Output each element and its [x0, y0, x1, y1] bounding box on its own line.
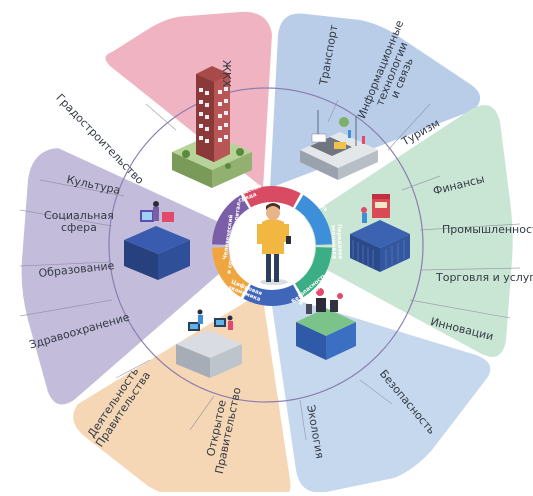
outer-circle [108, 87, 424, 403]
sector-label-industry: Промышленность [442, 223, 533, 236]
eco-block-icon [296, 288, 356, 360]
street-traffic-icon [300, 110, 378, 180]
ring-segment-human [212, 194, 250, 245]
ring-segment-digital [294, 194, 332, 245]
market-stall-icon [350, 194, 410, 272]
ring-segment-security [243, 284, 301, 307]
sector-label-social-sphere: Социальная сфера [44, 209, 114, 234]
apartment-building-icon [172, 66, 252, 188]
person-smartphone-icon [257, 203, 291, 285]
leader-lines [19, 99, 521, 441]
ring-segment-city [243, 186, 301, 208]
classroom-block-icon [124, 201, 190, 280]
ring-segment-economy [294, 247, 332, 298]
office-workers-icon [176, 309, 242, 378]
ring-segment-gov [212, 247, 250, 298]
sector-label-trade-services: Торговля и услуги [436, 271, 533, 284]
ring-label-economy: Передовая экономика [329, 224, 343, 260]
sector-label-zhkh: ЖКХ [220, 60, 233, 88]
center-ring [212, 186, 332, 307]
petal-culture [21, 148, 258, 405]
